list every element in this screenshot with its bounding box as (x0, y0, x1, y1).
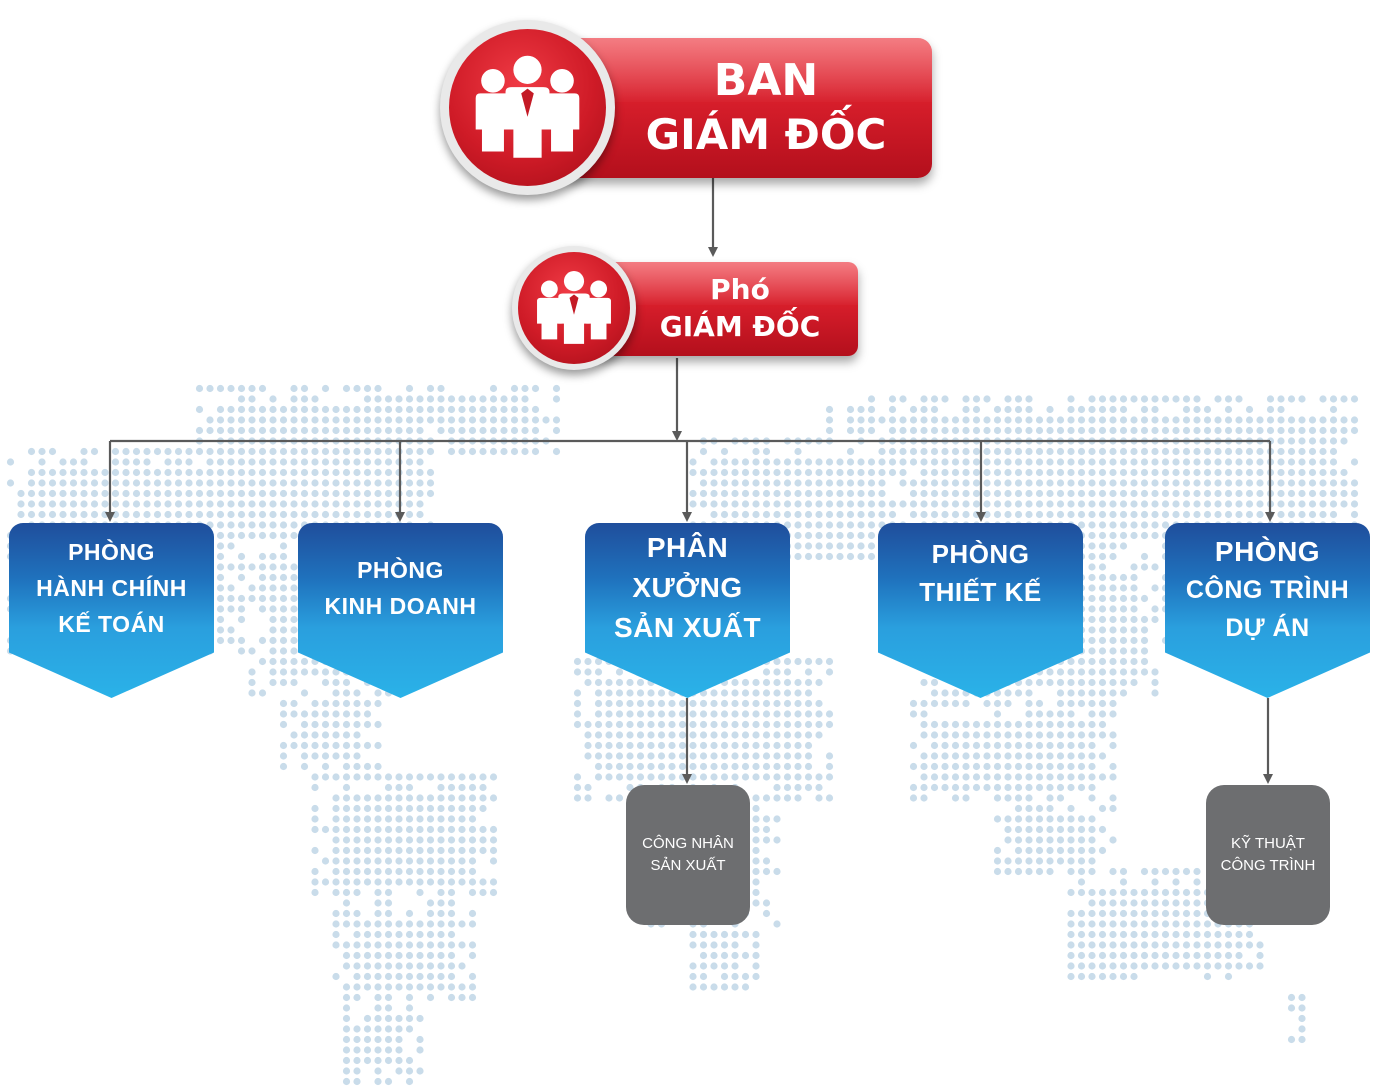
dept-label-line: PHÂN (646, 532, 729, 563)
dept-label-line: PHÒNG (357, 557, 444, 583)
group-of-people-icon (537, 271, 611, 344)
dept-label-line: THIẾT KẾ (919, 577, 1042, 607)
sub-unit-construction-engineering: KỸ THUẬT CÔNG TRÌNH (1206, 785, 1330, 925)
dept-label-line: DỰ ÁN (1225, 614, 1310, 642)
board-of-directors-banner: BAN GIÁM ĐỐC (560, 38, 932, 178)
dept-label-line: PHÒNG (68, 539, 155, 565)
board-of-directors-title-line2: GIÁM ĐỐC (645, 110, 887, 159)
deputy-director-badge (512, 246, 636, 370)
dept-label-line: PHÒNG (1214, 536, 1321, 567)
deputy-director-title-line1: Phó (710, 273, 770, 306)
sub-unit-label-line: SẢN XUẤT (650, 857, 726, 874)
group-of-people-icon (475, 55, 580, 158)
sub-unit-label-line: CÔNG TRÌNH (1220, 857, 1316, 874)
sub-unit-production-workers: CÔNG NHÂN SẢN XUẤT (626, 785, 750, 925)
dept-label-line: PHÒNG (931, 539, 1030, 569)
dept-label-line: XƯỞNG (632, 572, 743, 603)
dept-label-line: KẾ TOÁN (58, 611, 165, 637)
dept-label-line: HÀNH CHÍNH (36, 575, 187, 601)
sub-unit-label-line: CÔNG NHÂN (642, 835, 734, 852)
dept-label-line: KINH DOANH (324, 593, 477, 619)
board-of-directors-badge (440, 20, 615, 195)
board-of-directors-title-line1: BAN (713, 55, 819, 106)
dept-label-line: CÔNG TRÌNH (1185, 576, 1350, 604)
dept-label-line: SẢN XUẤT (613, 612, 762, 643)
deputy-director-node: Phó GIÁM ĐỐC (512, 246, 862, 373)
sub-unit-label-line: KỸ THUẬT (1231, 835, 1305, 852)
board-of-directors-node: BAN GIÁM ĐỐC (440, 20, 935, 195)
deputy-director-title-line2: GIÁM ĐỐC (659, 310, 821, 343)
deputy-director-banner: Phó GIÁM ĐỐC (592, 262, 858, 356)
